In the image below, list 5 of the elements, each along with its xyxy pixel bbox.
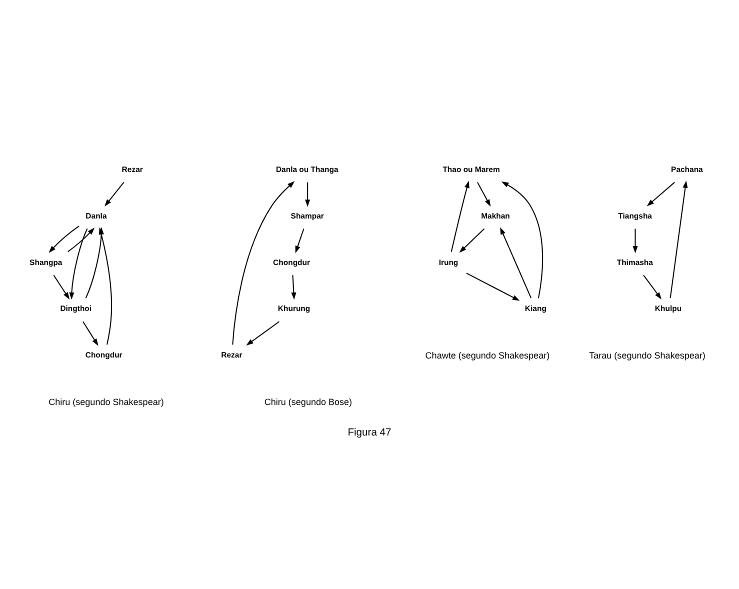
label: Tarau (segundo Shakespear) (589, 350, 706, 360)
caption: Figura 47 (348, 426, 392, 438)
label: Chiru (segundo Shakespear) (48, 396, 164, 407)
label: Chiru (segundo Bose) (264, 396, 352, 407)
label: Chawte (segundo Shakespear) (425, 350, 550, 360)
